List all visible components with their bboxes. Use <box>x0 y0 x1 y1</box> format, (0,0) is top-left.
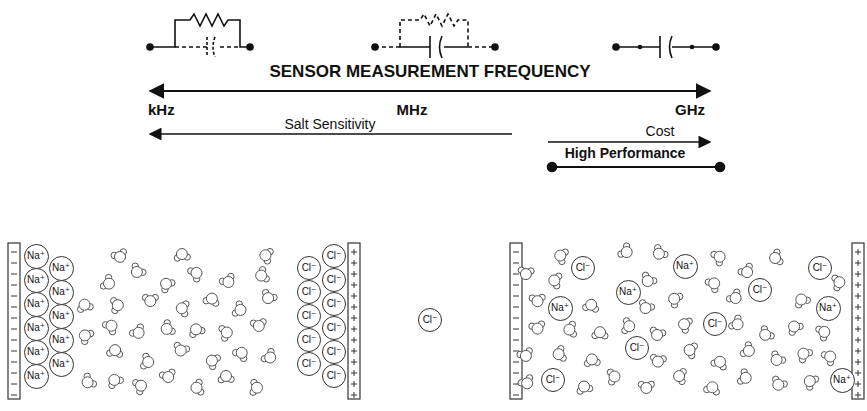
ion-circle: Na⁺ <box>673 254 698 279</box>
cell <box>8 243 864 399</box>
ion-circle: Na⁺ <box>24 340 49 365</box>
ion-label: Cl⁻ <box>302 359 317 369</box>
ion-circle: Cl⁻ <box>322 268 346 292</box>
ion-label: Cl⁻ <box>302 311 317 321</box>
ion-circle: Na⁺ <box>49 280 74 305</box>
ion-label: Cl⁻ <box>327 251 342 261</box>
bar-end <box>548 163 557 172</box>
ion-label: Cl⁻ <box>302 287 317 297</box>
ion-label: Na⁺ <box>819 303 837 313</box>
ion-label: Na⁺ <box>27 275 45 285</box>
cost-arrow <box>548 141 710 143</box>
ion-circle: Na⁺ <box>24 244 49 269</box>
ion-label: Na⁺ <box>27 251 45 261</box>
ion-label: Cl⁻ <box>302 335 317 345</box>
ion-circle: Na⁺ <box>24 316 49 341</box>
ion-circle: Cl⁻ <box>322 292 346 316</box>
ion-circle: Cl⁻ <box>322 316 346 340</box>
axis-label: MHz <box>395 102 430 119</box>
axis-label: Salt Sensitivity <box>282 117 377 132</box>
salt-arrow <box>150 133 512 135</box>
ion-label: Na⁺ <box>52 287 70 297</box>
ion-circle: Na⁺ <box>24 268 49 293</box>
ion-label: Na⁺ <box>27 299 45 309</box>
ion-label: Na⁺ <box>27 347 45 357</box>
ion-circle: Na⁺ <box>24 292 49 317</box>
ion-label: Cl⁻ <box>546 375 561 385</box>
ion-label: Na⁺ <box>52 335 70 345</box>
ion-label: Na⁺ <box>52 359 70 369</box>
ion-label: Cl⁻ <box>327 275 342 285</box>
axis-label: kHz <box>146 102 177 119</box>
ion-circle: Cl⁻ <box>322 340 346 364</box>
ion-label: Cl⁻ <box>327 347 342 357</box>
ion-circle: Cl⁻ <box>297 256 321 280</box>
performance-bar <box>552 166 720 168</box>
axis-label: High Performance <box>563 146 688 161</box>
ion-circle: Cl⁻ <box>297 280 321 304</box>
ion-label: Cl⁻ <box>576 263 591 273</box>
ion-label: Na⁺ <box>52 311 70 321</box>
ion-circle: Na⁺ <box>616 280 641 305</box>
ion-label: Na⁺ <box>619 287 637 297</box>
capacitor-symbol <box>613 36 719 58</box>
ion-label: Na⁺ <box>551 303 569 313</box>
ion-label: Cl⁻ <box>327 371 342 381</box>
frequency-arrow <box>150 90 710 92</box>
ion-circle: Na⁺ <box>816 296 841 321</box>
ion-label: Na⁺ <box>27 371 45 381</box>
resistor-capacitor-symbol <box>372 14 498 58</box>
ion-circle: Cl⁻ <box>297 352 321 376</box>
ion-label: Na⁺ <box>27 323 45 333</box>
ion-label: Cl⁻ <box>327 299 342 309</box>
ion-circle: Na⁺ <box>49 304 74 329</box>
ion-circle: Cl⁻ <box>625 336 649 360</box>
ion-label: Cl⁻ <box>630 343 645 353</box>
resistor-capacitor-symbol <box>147 14 253 57</box>
ion-circle: Cl⁻ <box>541 368 565 392</box>
ion-circle: Cl⁻ <box>297 304 321 328</box>
ion-label: Cl⁻ <box>708 319 723 329</box>
ion-label: Na⁺ <box>676 261 694 271</box>
ion-circle: Na⁺ <box>24 364 49 389</box>
ion-label: Na⁺ <box>52 263 70 273</box>
ion-label: Cl⁻ <box>813 263 828 273</box>
ion-label: Na⁺ <box>833 375 851 385</box>
ion-circle: Na⁺ <box>830 368 855 393</box>
ion-circle: Cl⁻ <box>297 328 321 352</box>
ion-label: Cl⁻ <box>753 285 768 295</box>
axis-label: Cost <box>644 124 677 139</box>
ion-circle: Cl⁻ <box>322 244 346 268</box>
axis-title: SENSOR MEASUREMENT FREQUENCY <box>267 63 592 82</box>
ion-circle: Cl⁻ <box>418 308 442 332</box>
ion-circle: Cl⁻ <box>571 256 595 280</box>
ion-circle: Na⁺ <box>49 328 74 353</box>
ion-circle: Cl⁻ <box>322 364 346 388</box>
ion-circle: Cl⁻ <box>748 278 772 302</box>
ion-circle: Cl⁻ <box>703 312 727 336</box>
ion-label: Cl⁻ <box>302 263 317 273</box>
ion-label: Cl⁻ <box>327 323 342 333</box>
ion-circle: Na⁺ <box>49 352 74 377</box>
ion-label: Cl⁻ <box>423 315 438 325</box>
ion-circle: Cl⁻ <box>808 256 832 280</box>
axis-label: GHz <box>673 102 707 119</box>
ion-circle: Na⁺ <box>548 296 573 321</box>
ion-circle: Na⁺ <box>49 256 74 281</box>
bar-end <box>716 163 725 172</box>
